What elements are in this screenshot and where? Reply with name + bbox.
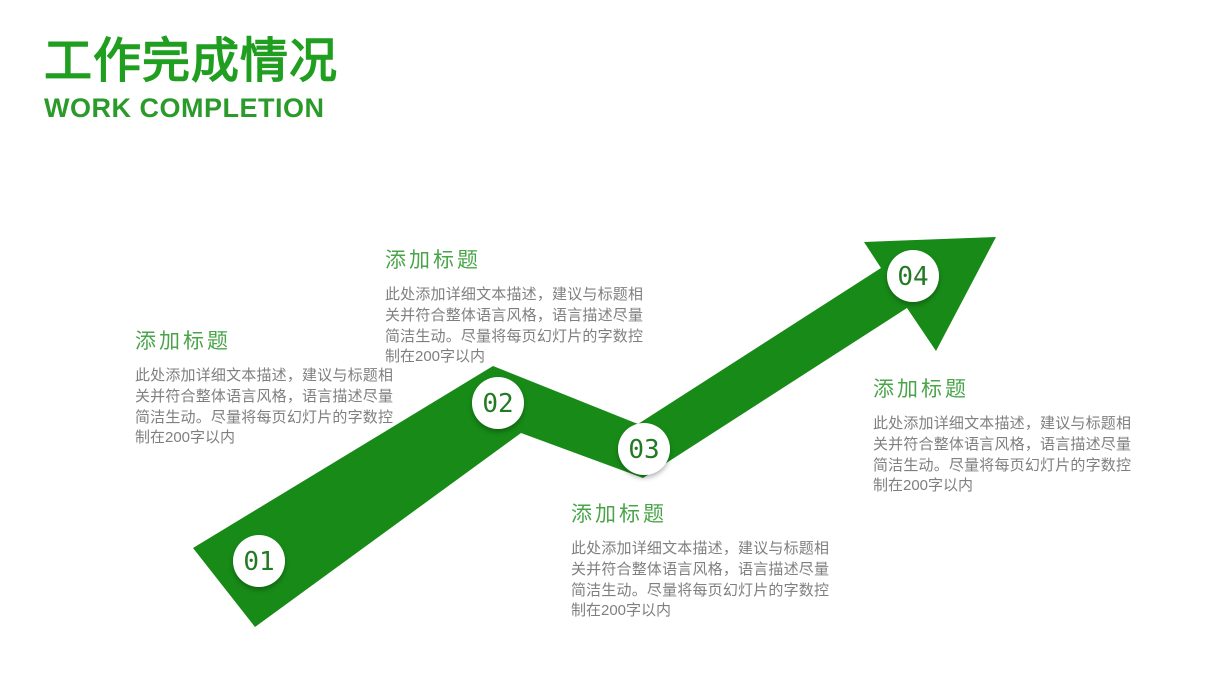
step-numbers: 01 02 03 04 bbox=[243, 262, 928, 577]
zigzag-arrow-shape bbox=[193, 237, 996, 627]
step-number-4: 04 bbox=[897, 262, 928, 292]
step-body: 此处添加详细文本描述，建议与标题相关并符合整体语言风格，语言描述尽量简洁生动。尽… bbox=[571, 540, 829, 620]
step-body: 此处添加详细文本描述，建议与标题相关并符合整体语言风格，语言描述尽量简洁生动。尽… bbox=[135, 367, 393, 447]
step-number-2: 02 bbox=[482, 389, 513, 419]
step-body: 此处添加详细文本描述，建议与标题相关并符合整体语言风格，语言描述尽量简洁生动。尽… bbox=[873, 415, 1131, 495]
step-number-1: 01 bbox=[243, 547, 274, 577]
step-title: 添加标题 bbox=[873, 378, 969, 401]
step-marker-circle-4 bbox=[887, 250, 939, 302]
step-block-1: 添加标题 此处添加详细文本描述，建议与标题相关并符合整体语言风格，语言描述尽量简… bbox=[135, 329, 393, 449]
step-marker-circle-1 bbox=[233, 535, 285, 587]
step-block-4: 添加标题 此处添加详细文本描述，建议与标题相关并符合整体语言风格，语言描述尽量简… bbox=[873, 377, 1131, 497]
step-title: 添加标题 bbox=[135, 330, 231, 353]
step-block-2: 添加标题 此处添加详细文本描述，建议与标题相关并符合整体语言风格，语言描述尽量简… bbox=[385, 248, 643, 368]
step-markers bbox=[233, 250, 939, 587]
page-title: 工作完成情况 bbox=[44, 35, 339, 88]
step-marker-circle-2 bbox=[472, 377, 524, 429]
slide-header: 工作完成情况 WORK COMPLETION bbox=[44, 35, 339, 124]
step-marker-circle-3 bbox=[618, 423, 670, 475]
step-block-3: 添加标题 此处添加详细文本描述，建议与标题相关并符合整体语言风格，语言描述尽量简… bbox=[571, 502, 829, 622]
step-title: 添加标题 bbox=[571, 503, 667, 526]
step-body: 此处添加详细文本描述，建议与标题相关并符合整体语言风格，语言描述尽量简洁生动。尽… bbox=[385, 286, 643, 366]
step-number-3: 03 bbox=[628, 435, 659, 465]
page-subtitle: WORK COMPLETION bbox=[44, 92, 325, 123]
step-title: 添加标题 bbox=[385, 249, 481, 272]
